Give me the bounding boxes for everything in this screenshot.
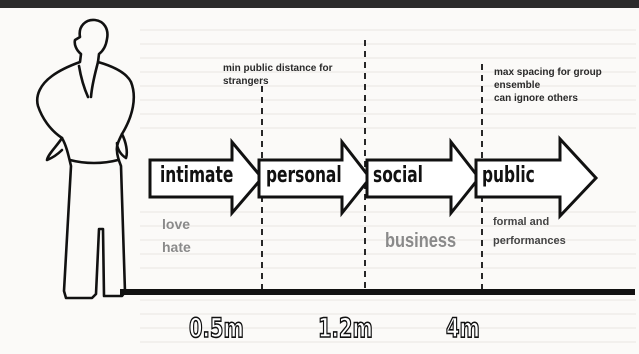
ground-line (120, 289, 635, 295)
public-examples: formal and performances (493, 213, 566, 251)
public-note-line-2: ensemble (494, 80, 541, 91)
intimate-example-hate: hate (162, 239, 191, 255)
public-note: max spacing for group ensemble can ignor… (494, 66, 602, 105)
top-border (0, 0, 639, 8)
public-label: public (482, 163, 535, 188)
public-note-line-1: max spacing for group (494, 67, 602, 78)
intimate-arrow (148, 137, 264, 218)
personal-note-line-1: min public distance for (223, 63, 333, 74)
personal-arrow (257, 137, 372, 218)
social-label: social (373, 163, 423, 188)
public-note-line-3: can ignore others (494, 93, 578, 104)
person-icon (35, 18, 135, 300)
social-arrow (365, 137, 481, 218)
public-example-2: performances (493, 235, 566, 247)
public-example-1: formal and (493, 216, 550, 228)
personal-label: personal (266, 163, 342, 188)
distance-1-2m: 1.2m (317, 312, 373, 345)
distance-4m: 4m (445, 312, 480, 345)
intimate-example-love: love (162, 216, 191, 232)
intimate-label: intimate (160, 163, 234, 188)
public-arrow (474, 135, 599, 220)
social-example-business: business (385, 230, 457, 252)
personal-note: min public distance for strangers (223, 62, 332, 88)
personal-note-line-2: strangers (223, 76, 269, 87)
distance-0-5m: 0.5m (188, 312, 244, 345)
intimate-examples: love hate (162, 213, 191, 259)
